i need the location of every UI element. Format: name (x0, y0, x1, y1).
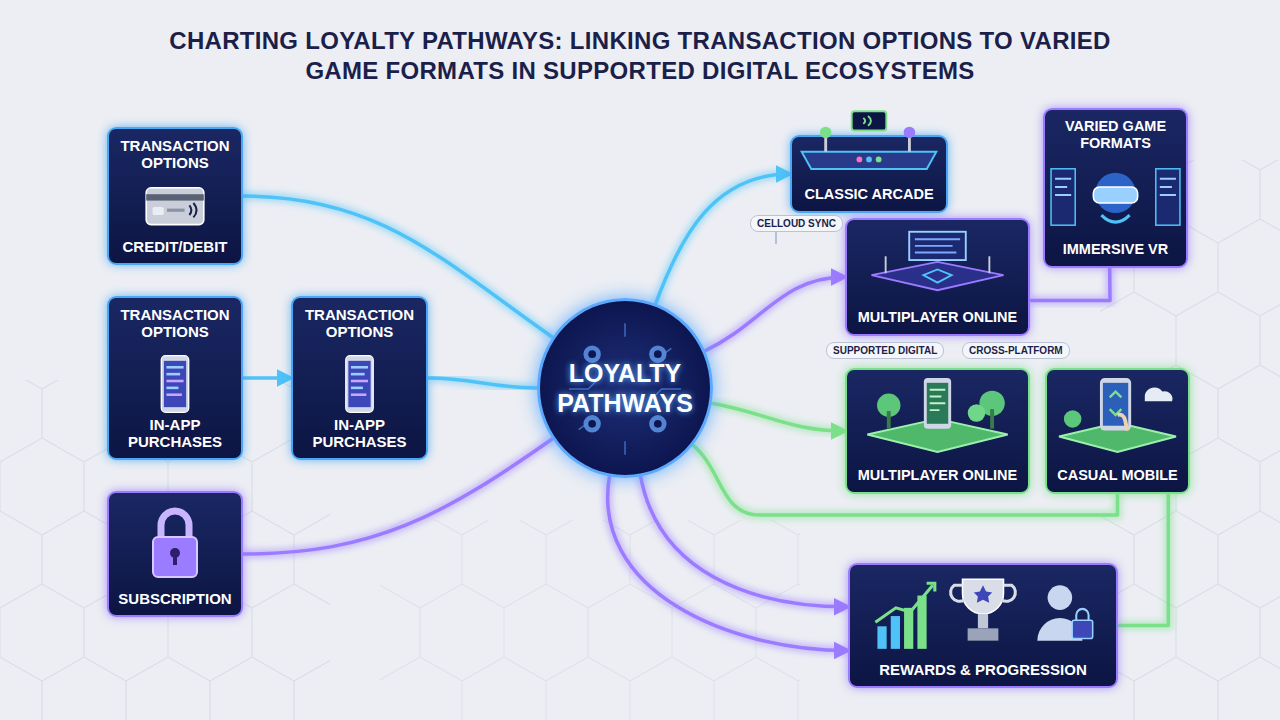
flow-connector (608, 475, 848, 651)
diagram-title: CHARTING LOYALTY PATHWAYS: LINKING TRANS… (150, 26, 1130, 86)
flow-connector (1030, 268, 1110, 301)
box-label: CLASSIC ARCADE (804, 186, 933, 203)
rewards-icon (850, 573, 1116, 655)
box-label: CASUAL MOBILE (1057, 467, 1178, 484)
game-format-box: MULTIPLAYER ONLINE (845, 368, 1030, 494)
flow-connector (1118, 494, 1168, 626)
payment-box: TRANSACTION OPTIONS IN-APP PURCHASES (107, 296, 243, 460)
box-label: IMMERSIVE VR (1063, 241, 1169, 258)
connector-glow (243, 374, 291, 383)
flow-connector (243, 376, 291, 380)
payment-box: TRANSACTION OPTIONS IN-APP PURCHASES (291, 296, 428, 460)
game-format-box: CLASSIC ARCADE (790, 135, 948, 213)
casual-icon (1047, 376, 1188, 454)
hub-circle: LOYALTY PATHWAYS (537, 298, 713, 478)
sync-tag: CELLOUD SYNC (750, 215, 843, 232)
tree-icon (847, 376, 1028, 454)
box-label: REWARDS & PROGRESSION (879, 661, 1087, 678)
box-label: MULTIPLAYER ONLINE (858, 309, 1018, 326)
box-label: SUBSCRIPTION (118, 590, 231, 607)
flow-connector (712, 403, 845, 431)
rewards-box: REWARDS & PROGRESSION (848, 563, 1118, 688)
payment-box: SUBSCRIPTION (107, 491, 243, 617)
connector-glow (1118, 494, 1168, 626)
box-label: MULTIPLAYER ONLINE (858, 467, 1018, 484)
connector-glow (655, 174, 790, 305)
phone-icon (109, 354, 241, 414)
flow-connector (640, 475, 848, 607)
box-heading: TRANSACTION OPTIONS (298, 306, 421, 340)
connector-glow (428, 378, 537, 388)
box-heading: TRANSACTION OPTIONS (114, 306, 236, 340)
flow-connector (428, 378, 537, 388)
arcade-icon (792, 109, 946, 179)
payment-box: TRANSACTION OPTIONS CREDIT/DEBIT (107, 127, 243, 265)
box-heading: VARIED GAME FORMATS (1050, 118, 1181, 152)
platform-tag: SUPPORTED DIGITAL (826, 342, 944, 359)
game-format-box: MULTIPLAYER ONLINE (845, 218, 1030, 336)
platform-tag: CROSS-PLATFORM (962, 342, 1070, 359)
box-label: LOYALTY PATHWAYS (550, 358, 700, 418)
phone-icon (293, 354, 426, 414)
flow-connector (705, 277, 845, 351)
connector-glow (1030, 268, 1110, 301)
connector-glow (640, 475, 848, 607)
box-label: IN-APP PURCHASES (298, 416, 421, 450)
connector-glow (705, 277, 845, 351)
card-icon (109, 183, 241, 231)
connector-glow (608, 475, 848, 651)
screen-icon (847, 228, 1028, 294)
box-label: CREDIT/DEBIT (123, 238, 228, 255)
box-label: IN-APP PURCHASES (114, 416, 236, 450)
vr-icon (1045, 162, 1186, 234)
lock-icon (109, 503, 241, 583)
box-heading: TRANSACTION OPTIONS (114, 137, 236, 171)
game-format-box: CASUAL MOBILE (1045, 368, 1190, 494)
flow-connector (655, 174, 790, 305)
game-format-box: VARIED GAME FORMATS IMMERSIVE VR (1043, 108, 1188, 268)
connector-glow (712, 403, 845, 431)
